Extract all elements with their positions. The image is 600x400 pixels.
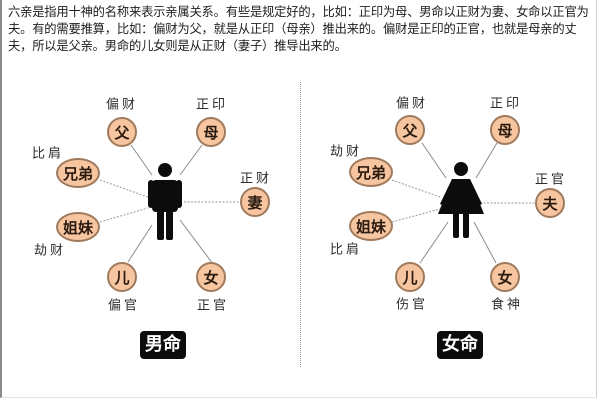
intro-paragraph: 六亲是指用十神的名称来表示亲属关系。有些是规定好的，比如：正印为母、男命以正财为… [8,5,589,53]
god-label-sisters: 比肩 [329,242,363,258]
god-label-brothers: 劫财 [329,144,363,160]
god-label-brothers: 比肩 [31,146,65,162]
panel-divider [300,82,301,367]
relative-node-brothers: 兄弟 [349,157,393,187]
god-label-spouse: 正财 [239,171,273,187]
god-label-mother: 正印 [195,97,229,113]
relative-node-son: 儿 [395,262,425,292]
relative-node-father: 父 [107,117,137,147]
god-label-son: 偏官 [107,298,141,314]
male-fate-badge: 男命 [140,331,186,359]
relative-node-mother: 母 [196,117,226,147]
relative-node-brothers: 兄弟 [56,158,100,188]
god-label-son: 伤官 [395,297,429,313]
relative-node-sisters: 姐妹 [56,212,100,242]
god-label-daughter: 食神 [490,297,524,313]
female-fate-badge: 女命 [437,331,483,359]
relative-node-father: 父 [395,115,425,145]
relative-node-daughter: 女 [490,262,520,292]
relative-node-husband: 夫 [535,188,565,218]
god-label-daughter: 正官 [196,298,230,314]
relative-node-sisters: 姐妹 [349,211,393,241]
male-person-icon [148,163,182,240]
god-label-sisters: 劫财 [33,243,67,259]
female-person-icon [438,162,484,238]
relative-node-son: 儿 [107,262,137,292]
god-label-father: 偏财 [395,96,429,112]
relative-node-daughter: 女 [196,262,226,292]
relative-node-wife: 妻 [240,187,270,217]
god-label-mother: 正印 [489,96,523,112]
god-label-spouse: 正官 [534,172,568,188]
relative-node-mother: 母 [490,115,520,145]
god-label-father: 偏财 [105,97,139,113]
